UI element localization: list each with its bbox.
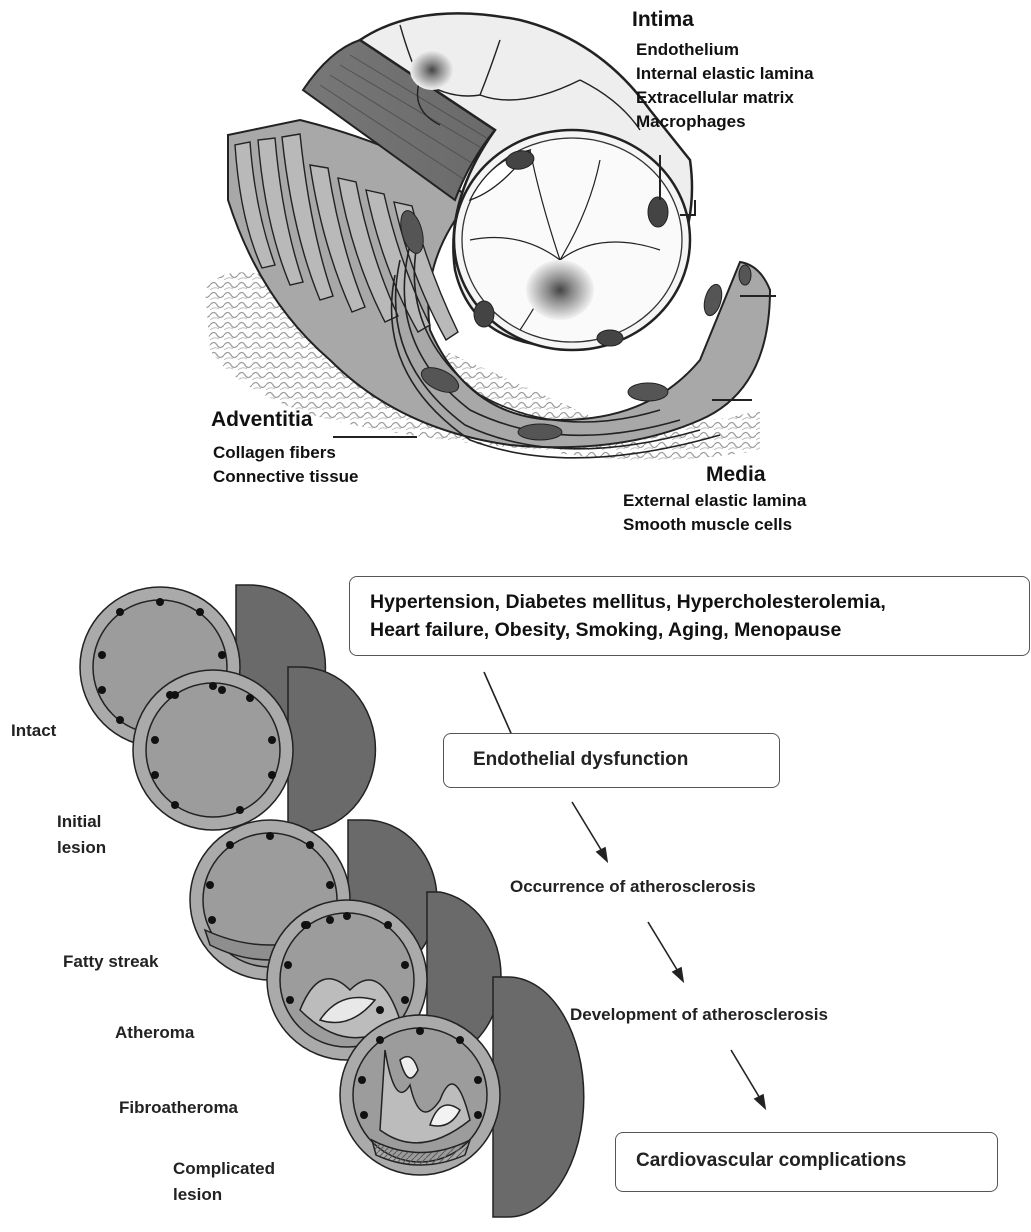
stage-label-intact: Intact <box>11 718 56 744</box>
stage-label-initial-lesion: Initial lesion <box>57 809 106 861</box>
media-item: External elastic lamina <box>623 489 806 513</box>
endothelial-dysfunction-text: Endothelial dysfunction <box>444 734 779 771</box>
adventitia-title: Adventitia <box>211 408 313 432</box>
intima-item: Extracellular matrix <box>636 86 814 110</box>
stage-label-atheroma: Atheroma <box>115 1020 194 1046</box>
progression-sections <box>80 585 584 1217</box>
development-text: Development of atherosclerosis <box>570 1005 828 1025</box>
risk-factors-text: Hypertension, Diabetes mellitus, Hyperch… <box>350 577 1029 644</box>
intima-title: Intima <box>632 8 694 32</box>
occurrence-text: Occurrence of atherosclerosis <box>510 877 756 897</box>
intima-item: Macrophages <box>636 110 814 134</box>
intima-items: Endothelium Internal elastic lamina Extr… <box>636 38 814 134</box>
cardiovascular-complications-text: Cardiovascular complications <box>616 1133 997 1172</box>
stage-label-fatty-streak: Fatty streak <box>63 949 158 975</box>
media-title: Media <box>706 463 766 487</box>
stage-label-fibroatheroma: Fibroatheroma <box>119 1095 238 1121</box>
adventitia-items: Collagen fibers Connective tissue <box>213 441 359 489</box>
adventitia-item: Collagen fibers <box>213 441 359 465</box>
intima-item: Internal elastic lamina <box>636 62 814 86</box>
media-item: Smooth muscle cells <box>623 513 806 537</box>
cardiovascular-complications-box: Cardiovascular complications <box>615 1132 998 1192</box>
stage-label-complicated-lesion: Complicated lesion <box>173 1156 275 1208</box>
adventitia-item: Connective tissue <box>213 465 359 489</box>
endothelial-dysfunction-box: Endothelial dysfunction <box>443 733 780 788</box>
media-items: External elastic lamina Smooth muscle ce… <box>623 489 806 537</box>
risk-factors-box: Hypertension, Diabetes mellitus, Hyperch… <box>349 576 1030 656</box>
intima-item: Endothelium <box>636 38 814 62</box>
